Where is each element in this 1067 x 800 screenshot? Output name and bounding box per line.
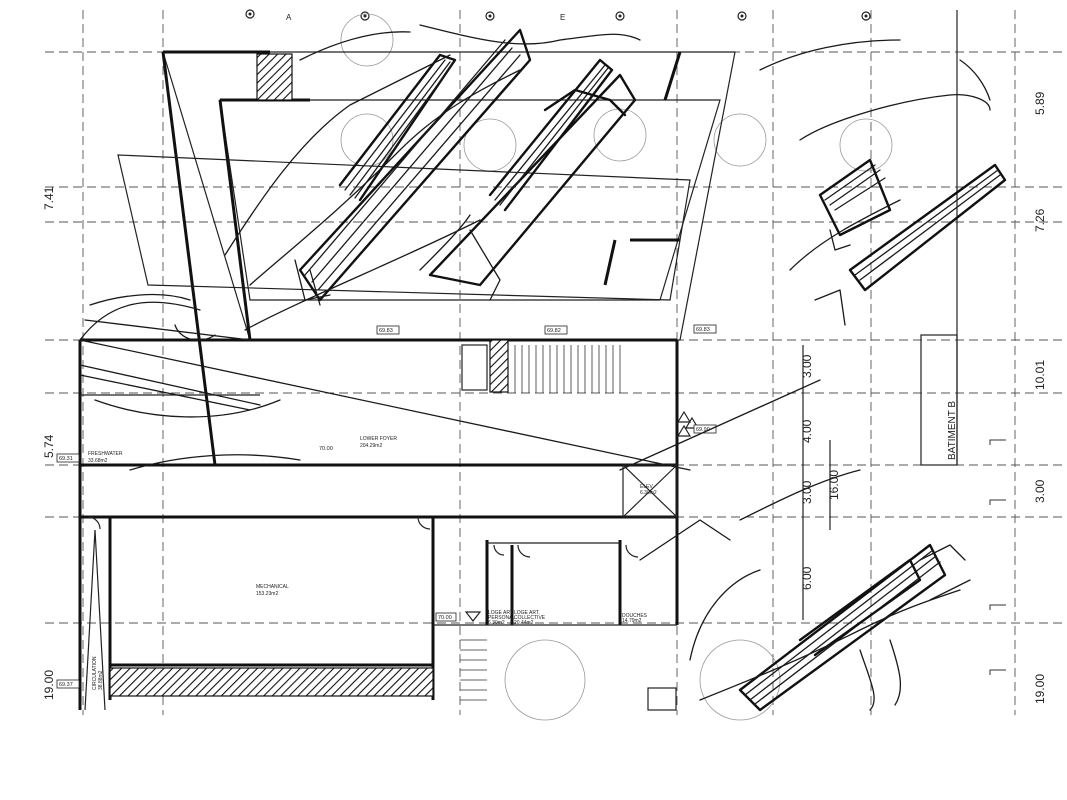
level-tag: 70.00 <box>438 615 452 621</box>
room-area-douches: 14.79m2 <box>622 618 642 624</box>
dimension-left: 7.41 <box>42 186 56 210</box>
sketch-right-lower <box>689 469 971 712</box>
dimension-center: 3.00 <box>800 354 814 378</box>
dimension-center: 6.00 <box>800 566 814 590</box>
room-name-circulation: CIRCULATION <box>92 656 98 690</box>
room-area-freshwater: 33.68m2 <box>88 458 108 464</box>
tilted-upper-plan <box>117 50 736 466</box>
room-area-lower-foyer: 204.29m2 <box>360 443 382 449</box>
sketch-diagonals <box>79 339 821 561</box>
floor-plan <box>78 338 700 711</box>
dimension-right: 7.26 <box>1033 208 1047 232</box>
sketch-left-curves <box>79 293 301 471</box>
grid-bubbles: A E <box>245 9 871 22</box>
dimension-right: 10.01 <box>1033 360 1047 390</box>
level-tag: 70.00 <box>319 446 333 452</box>
room-name-loge-art-1: LOGE ART. <box>488 610 514 616</box>
building-label-group: BATIMENT B <box>920 10 1006 675</box>
dimension-center: 16.00 <box>827 470 841 500</box>
room-area-circulation: 38.88m2 <box>98 670 104 690</box>
room-area-loge-art-1: 6.30m2 <box>488 620 505 626</box>
grid-bubble-label-a: A <box>286 13 292 22</box>
sketch-right-upper <box>759 39 1007 326</box>
room-sub-loge-art-2: COLLECTIVE <box>514 615 546 621</box>
level-tag: 69.82 <box>547 328 561 334</box>
room-name-freshwater: FRESHWATER <box>88 451 123 457</box>
room-name-loge-art-2: LOGE ART. <box>514 610 540 616</box>
room-name-douches: DOUCHES <box>622 613 648 619</box>
room-area-mechanical: 153.23m2 <box>256 591 278 597</box>
dimension-center: 3.00 <box>800 480 814 504</box>
level-tag: 69.83 <box>696 327 710 333</box>
dimension-left: 5.74 <box>42 434 56 458</box>
dimension-left: 19.00 <box>42 670 56 700</box>
room-area-loge-art-2: 20.44m2 <box>514 620 534 626</box>
dimension-right: 5.89 <box>1033 91 1047 115</box>
room-labels: LOWER FOYER 204.29m2 MECHANICAL 153.23m2… <box>88 436 657 690</box>
room-area-elev: 6.30m2 <box>640 490 657 496</box>
sketch-massing-large <box>224 24 641 331</box>
level-tag: 69.90 <box>696 427 710 433</box>
dimension-right: 3.00 <box>1033 479 1047 503</box>
dimensions: 7.41 5.74 19.00 5.89 7.26 10.01 3.00 19.… <box>42 91 1047 704</box>
level-tag: 69.83 <box>379 328 393 334</box>
level-tag: 69.31 <box>59 456 73 462</box>
level-tag: 69.37 <box>59 682 73 688</box>
dimension-right: 19.00 <box>1033 674 1047 704</box>
room-name-mechanical: MECHANICAL <box>256 584 289 590</box>
level-tags: 69.83 69.82 69.83 69.90 69.31 70.00 70.0… <box>56 324 717 689</box>
room-name-lower-foyer: LOWER FOYER <box>360 436 397 442</box>
building-label: BATIMENT B <box>947 401 958 460</box>
dimension-center: 4.00 <box>800 419 814 443</box>
room-sub-loge-art-1: PERSONAL <box>488 615 515 621</box>
grid-bubble-label-e: E <box>560 13 565 22</box>
room-name-elev: ELEV. <box>640 484 654 490</box>
